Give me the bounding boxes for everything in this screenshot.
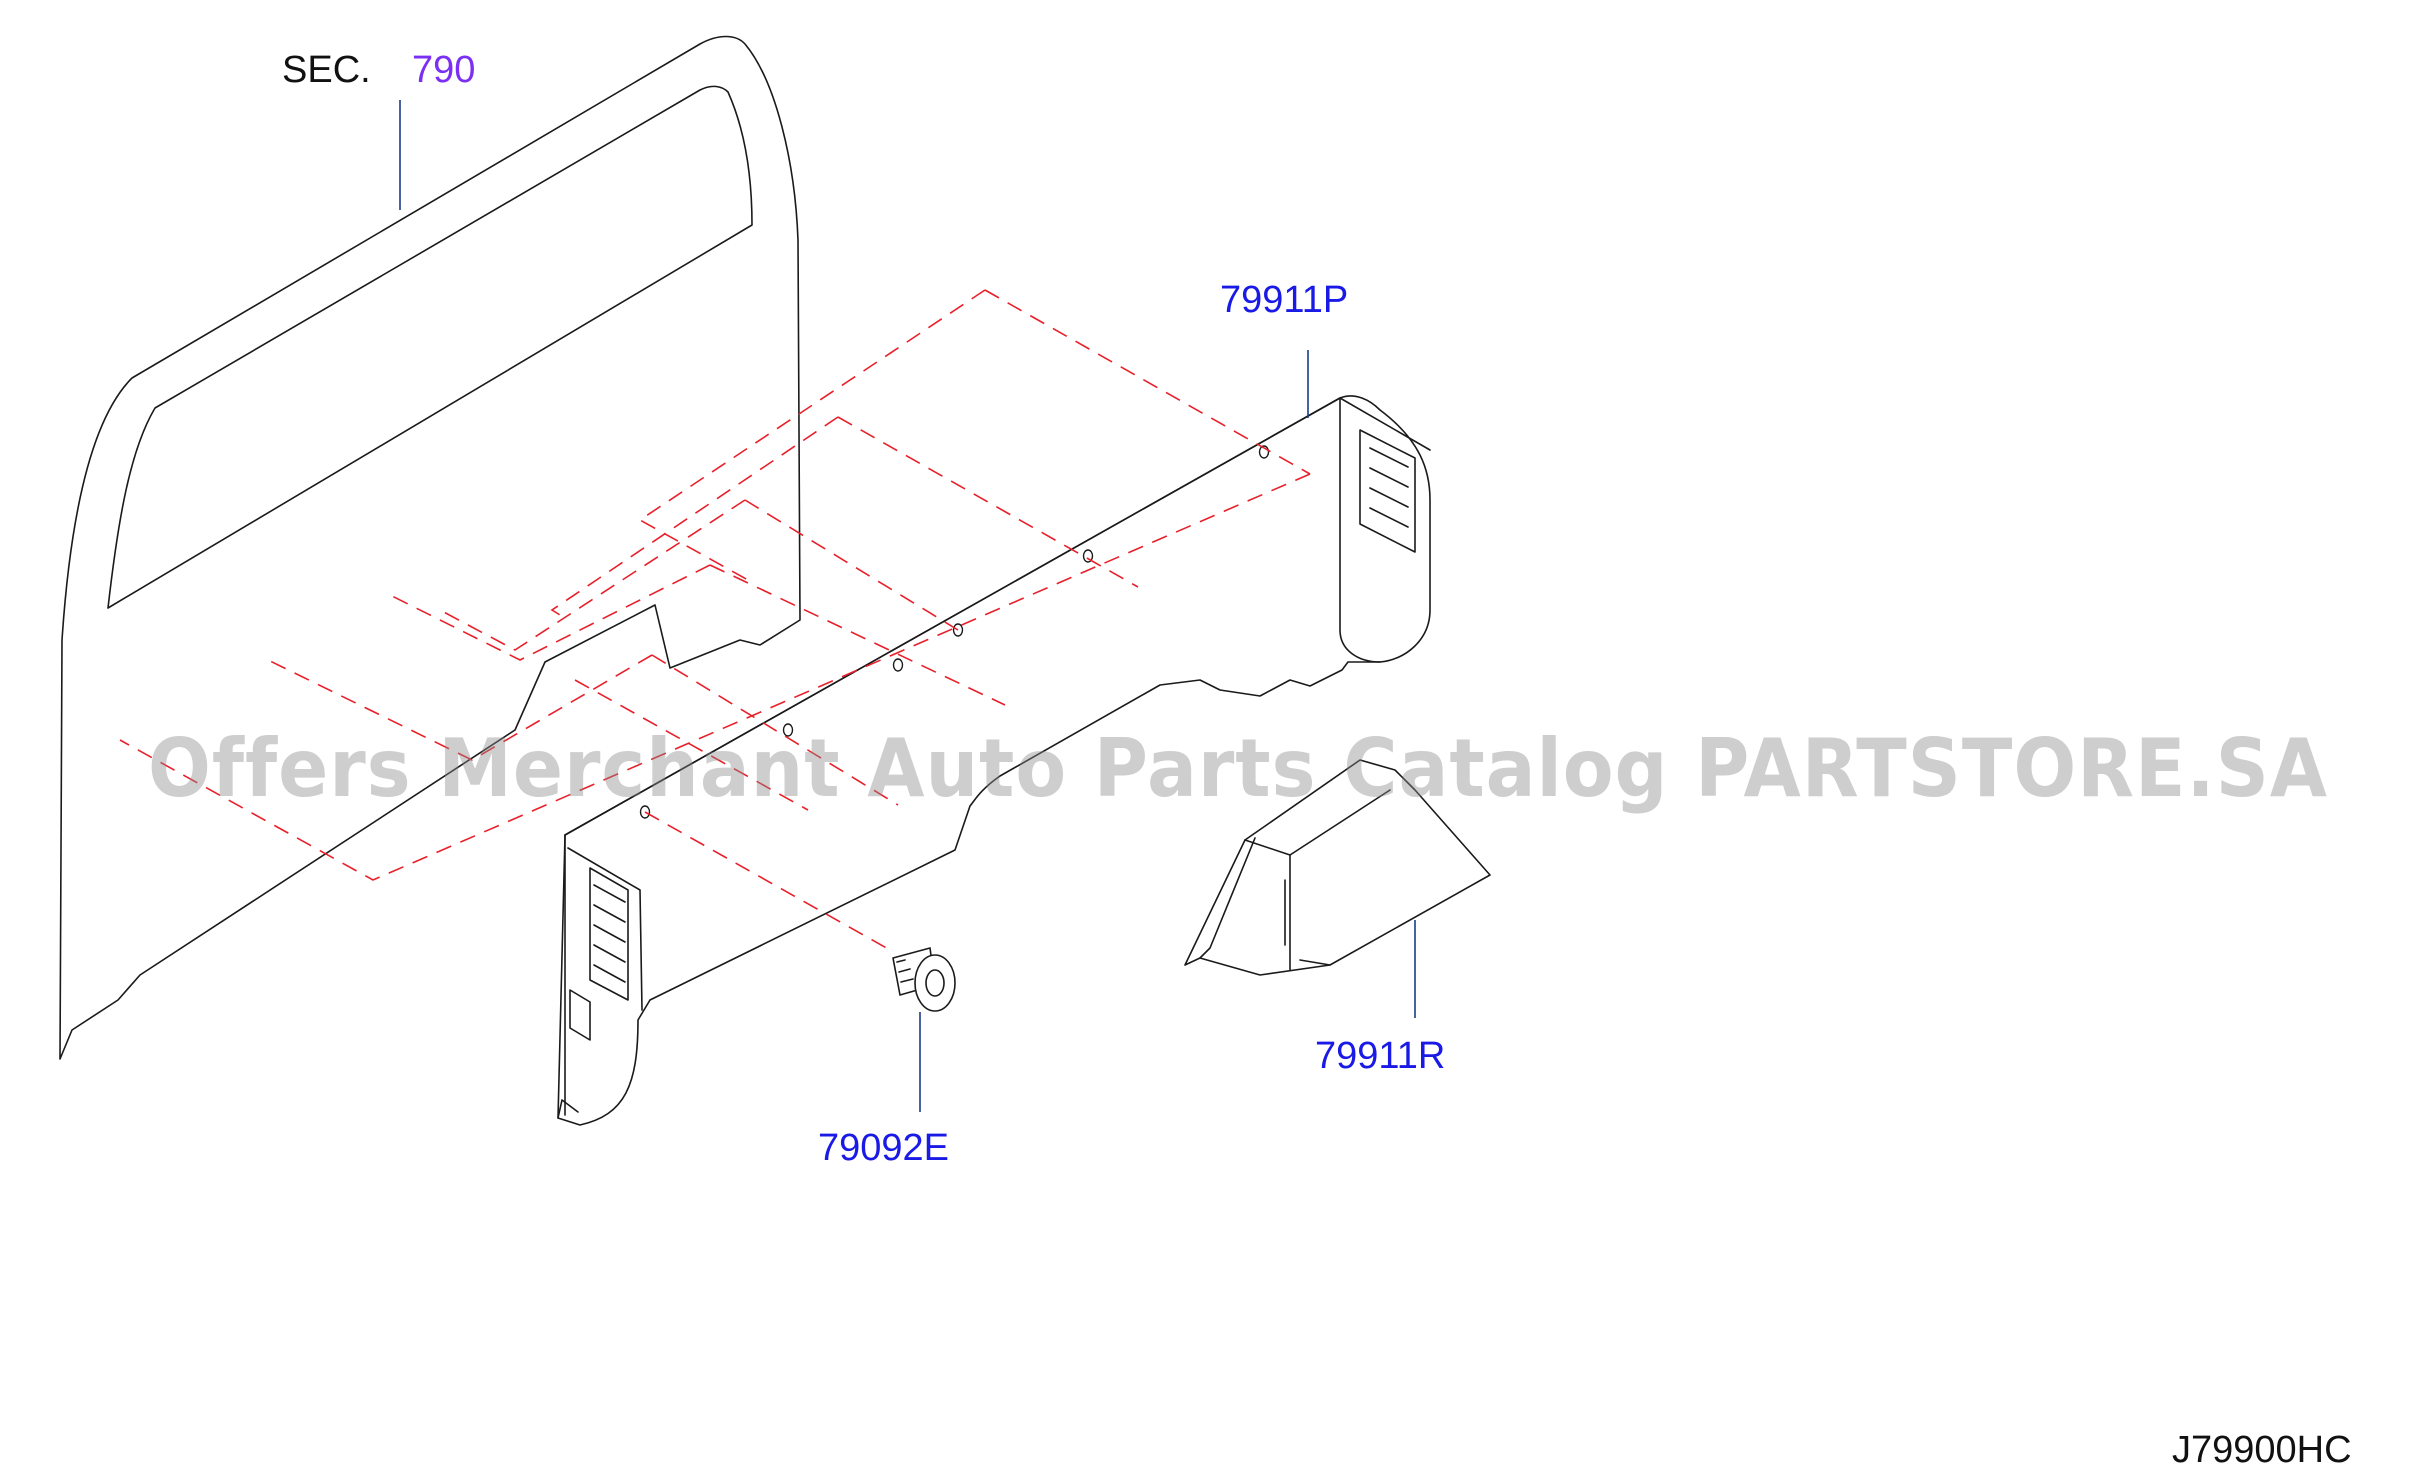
part-number-79911P[interactable]: 79911P <box>1220 279 1348 321</box>
clip-79092E[interactable] <box>892 947 956 1012</box>
assembly-dash-lines <box>119 289 1311 951</box>
watermark-text: Offers Merchant Auto Parts Catalog PARTS… <box>148 722 2328 815</box>
back-door-panel[interactable] <box>59 35 801 1060</box>
sec-prefix-label: SEC. <box>282 49 371 91</box>
part-number-79092E[interactable]: 79092E <box>818 1127 949 1169</box>
right-vent-slots <box>1359 429 1416 553</box>
diagram-code: J79900HC <box>2172 1429 2352 1471</box>
part-number-79911R[interactable]: 79911R <box>1315 1035 1445 1077</box>
lower-cover-79911R[interactable] <box>1184 759 1491 976</box>
clip-holes <box>639 445 1270 819</box>
sec-number-label[interactable]: 790 <box>412 49 475 91</box>
upper-finisher-79911P[interactable] <box>557 395 1431 1126</box>
window-opening <box>107 85 753 609</box>
left-vent-slots <box>569 867 629 1041</box>
leader-lines <box>399 100 1416 1112</box>
